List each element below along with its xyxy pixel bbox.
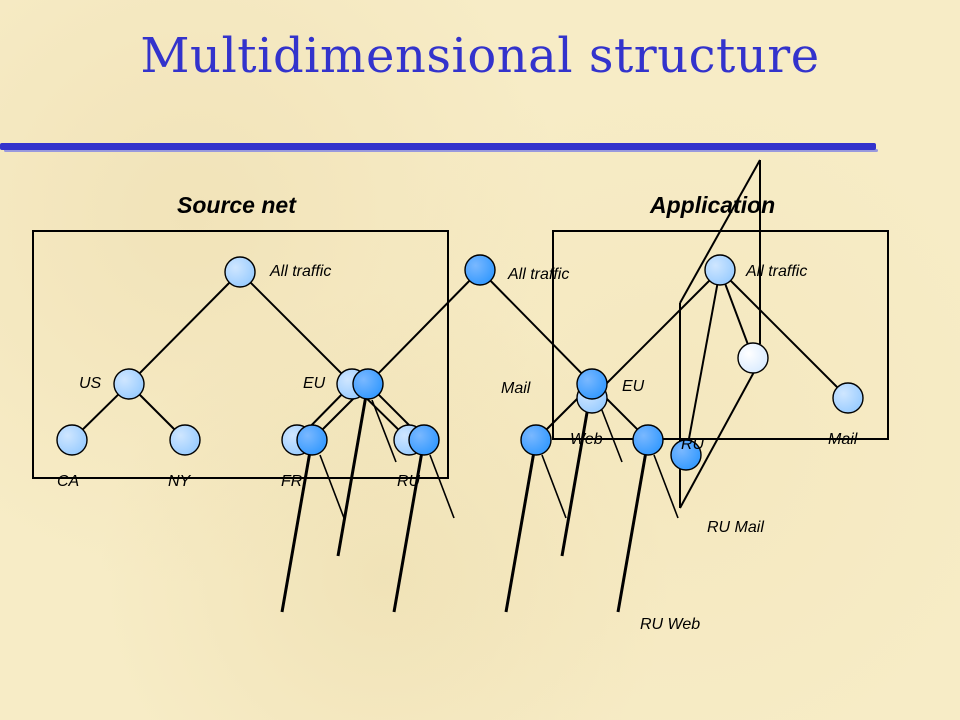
node-ru-app: [670, 439, 702, 471]
node-mail-app: [832, 382, 864, 414]
node-eu-center: [576, 368, 608, 400]
node-all-traffic-center: [464, 254, 496, 286]
label-us: US: [79, 375, 102, 392]
node-ru-center-left: [408, 424, 440, 456]
label-all-traffic-app: All traffic: [745, 263, 807, 280]
application-heading: Application: [650, 192, 776, 218]
label-eu-center: EU: [622, 378, 645, 395]
label-ca: CA: [57, 473, 79, 490]
node-ca: [56, 424, 88, 456]
node-eu-center-left: [352, 368, 384, 400]
label-ru-source: RU: [397, 473, 421, 490]
application-tree-edges: [591, 269, 849, 456]
node-ru-mail: [737, 342, 769, 374]
label-web-center: Web: [570, 431, 603, 448]
node-all-traffic-source: [224, 256, 256, 288]
label-ru-web: RU Web: [640, 616, 700, 633]
label-ru-center: RU: [681, 436, 705, 453]
label-ru-mail: RU Mail: [707, 519, 764, 536]
label-mail-center: Mail: [501, 380, 531, 397]
center-tree-nodes: [296, 254, 664, 456]
node-fr-center: [296, 424, 328, 456]
node-all-traffic-app: [704, 254, 736, 286]
node-web-center: [632, 424, 664, 456]
label-eu-source: EU: [303, 375, 326, 392]
projection-lines-thin: [319, 399, 679, 519]
third-dimension-plane: [679, 159, 761, 509]
source-tree-edges: [71, 271, 410, 441]
label-mail-app: Mail: [828, 431, 858, 448]
label-ny: NY: [168, 473, 192, 490]
title-rule-shadow: [4, 149, 878, 152]
node-ny: [169, 424, 201, 456]
node-mail-center: [520, 424, 552, 456]
source-net-heading: Source net: [177, 192, 296, 218]
application-tree-nodes: [576, 254, 864, 471]
label-all-traffic-center: All traffic: [507, 266, 569, 283]
source-net-frame: [32, 230, 449, 479]
source-tree-nodes: [56, 256, 425, 456]
label-all-traffic-source: All traffic: [269, 263, 331, 280]
page-title: Multidimensional structure: [140, 28, 820, 84]
label-fr: FR: [281, 473, 303, 490]
title-rule: [0, 143, 876, 150]
node-us: [113, 368, 145, 400]
